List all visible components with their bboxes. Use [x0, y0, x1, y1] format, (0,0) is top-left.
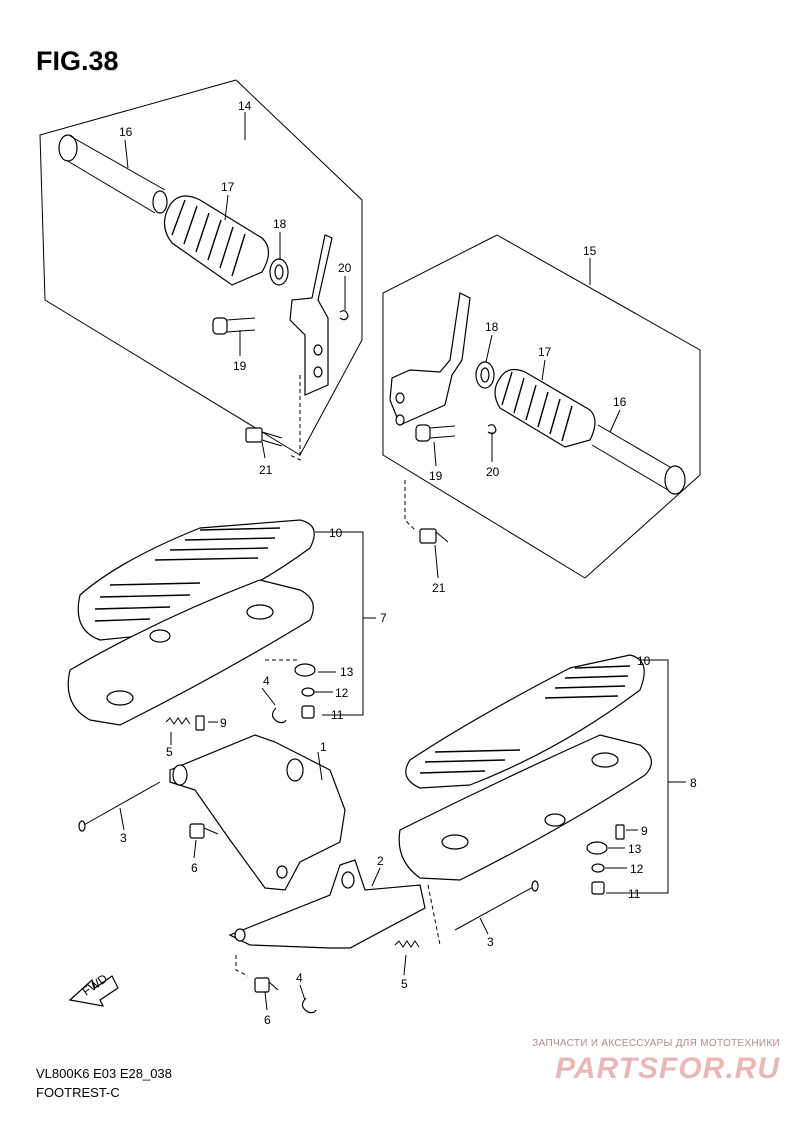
footpeg-shaft-16-right [591, 424, 686, 495]
callout-11-right: 11 [628, 887, 641, 901]
washer-12-right [591, 863, 605, 873]
floorboard-mat-10-right [405, 654, 645, 789]
nut-11-right [591, 881, 605, 895]
footpeg-shaft-16 [58, 134, 168, 214]
callout-18-right: 18 [485, 320, 499, 334]
callout-1: 1 [320, 740, 327, 754]
callout-18-left: 18 [273, 217, 287, 231]
leader-lines [119, 112, 686, 1011]
callout-11-left: 11 [331, 708, 344, 722]
callout-5-left: 5 [166, 745, 173, 759]
floorboard-7-left [67, 579, 314, 726]
footpeg-rubber-17-right [494, 368, 596, 448]
callout-7: 7 [380, 611, 387, 625]
clevis-pin-19-right [415, 424, 456, 442]
forward-arrow-icon: FWD [68, 971, 119, 1007]
callout-10-right: 10 [637, 654, 651, 668]
footpeg-rubber-17 [163, 195, 270, 286]
mounting-bracket-1 [169, 734, 346, 891]
washer-18-right [475, 361, 495, 389]
callout-20-right: 20 [486, 465, 500, 479]
callout-14: 14 [238, 99, 252, 113]
watermark-logo: PARTSFOR.RU [555, 1052, 780, 1085]
e-clip-20-right [487, 424, 497, 435]
floorboard-8-right [398, 734, 652, 881]
callout-4-right: 4 [296, 971, 303, 985]
washer-13-left [294, 663, 316, 677]
bolt-6-left [189, 823, 219, 839]
callout-17-right: 17 [538, 345, 552, 359]
callout-5-right: 5 [401, 977, 408, 991]
callout-6-right: 6 [264, 1013, 271, 1027]
bolt-9-right [615, 824, 625, 840]
mounting-bracket-2 [228, 859, 426, 949]
spring-5-right [394, 940, 420, 948]
footpeg-assembly-14-box [39, 79, 363, 456]
callout-15: 15 [583, 244, 597, 258]
long-bolt-3-right [454, 880, 539, 931]
washer-12-left [301, 687, 315, 697]
callout-3-right: 3 [487, 935, 494, 949]
section-name: FOOTREST-C [36, 1085, 120, 1100]
callout-13-right: 13 [628, 842, 642, 856]
callout-labels: 14 16 17 18 20 19 21 15 18 17 16 19 20 2… [119, 99, 697, 1027]
callout-21-right: 21 [432, 581, 446, 595]
callout-3-left: 3 [120, 831, 127, 845]
e-clip-4-right [301, 997, 317, 1014]
callout-16-left: 16 [119, 125, 133, 139]
watermark-caption: ЗАПЧАСТИ И АКСЕССУАРЫ ДЛЯ МОТОТЕХНИКИ [532, 1038, 780, 1049]
callout-12-left: 12 [335, 686, 349, 700]
footpeg-bracket-right [389, 292, 471, 426]
washer-13-right [586, 841, 608, 855]
callout-4-left: 4 [263, 674, 270, 688]
e-clip-20 [339, 310, 349, 321]
callout-6-left: 6 [191, 861, 198, 875]
bolt-9-left [195, 715, 205, 731]
callout-21-left: 21 [259, 463, 273, 477]
callout-16-right: 16 [613, 395, 627, 409]
footpeg-bracket [289, 234, 333, 396]
spring-5-left [165, 717, 191, 725]
clevis-pin-19 [212, 317, 256, 335]
callout-9-left: 9 [220, 716, 227, 730]
bolt-21 [245, 427, 283, 447]
callout-8: 8 [690, 776, 697, 790]
floorboard-mat-10-left [77, 519, 315, 641]
callout-9-right: 9 [641, 824, 648, 838]
long-bolt-3-left [78, 781, 161, 832]
callout-10-left: 10 [329, 526, 343, 540]
callout-12-right: 12 [630, 862, 644, 876]
callout-20-left: 20 [338, 261, 352, 275]
bolt-21-right [419, 528, 449, 544]
callout-17-left: 17 [221, 180, 235, 194]
e-clip-4-left [271, 707, 287, 724]
figure-title: FIG.38 [36, 46, 119, 76]
callout-19-left: 19 [233, 359, 247, 373]
figure-code: VL800K6 E03 E28_038 [36, 1066, 172, 1081]
footpeg-assembly-15-box [382, 234, 701, 579]
nut-11-left [301, 705, 315, 719]
callout-19-right: 19 [429, 469, 443, 483]
callout-2: 2 [377, 854, 384, 868]
callout-13-left: 13 [340, 665, 354, 679]
bolt-6-right [254, 977, 279, 993]
washer-18 [269, 258, 289, 286]
